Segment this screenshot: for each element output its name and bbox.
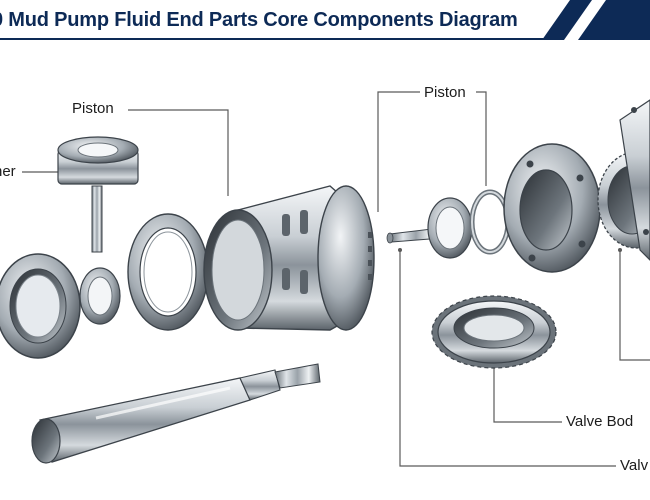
liner-cap [57, 136, 139, 253]
flange-gasket [127, 213, 209, 331]
piston-ring-small [427, 197, 473, 259]
gear-ring [431, 295, 557, 369]
title-banner: 0 Mud Pump Fluid End Parts Core Componen… [0, 0, 650, 40]
left-seal-ring [0, 253, 81, 359]
valve-body-assembly [597, 99, 650, 261]
banner-white-slash [564, 0, 606, 40]
piston-ring-thin [469, 189, 511, 255]
leader-piston-right-b [476, 91, 487, 186]
callout-liner: ner [0, 163, 16, 180]
banner-background [0, 0, 650, 40]
leader-valve [399, 250, 616, 467]
callout-valve: Valv [620, 457, 649, 474]
small-bushing [79, 267, 121, 325]
leader-piston-left [128, 109, 229, 196]
callout-piston-right: Piston [424, 84, 466, 101]
piston-rod [31, 363, 321, 464]
page-title: 0 Mud Pump Fluid End Parts Core Componen… [0, 9, 518, 31]
callout-piston-left: Piston [72, 100, 114, 117]
exploded-parts-diagram [0, 91, 650, 467]
leader-right-edge [619, 250, 650, 361]
bolted-flange [503, 143, 601, 273]
callout-valve-body: Valve Bod [566, 413, 634, 430]
liner-cylinder [203, 185, 375, 331]
leader-piston-right-a [377, 91, 420, 212]
